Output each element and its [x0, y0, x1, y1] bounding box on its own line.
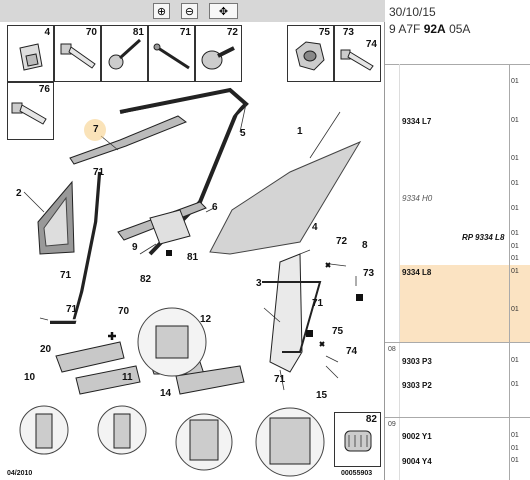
- zoom-out-icon: ⊖: [184, 5, 195, 18]
- callout-71[interactable]: 71: [93, 167, 105, 178]
- part-box-81[interactable]: 81: [101, 25, 148, 82]
- replacement-ref[interactable]: RP 9334 L8: [462, 233, 505, 242]
- zoom-in-button[interactable]: ⊕: [153, 3, 170, 19]
- clip-icon: [19, 43, 43, 71]
- callout-71[interactable]: 71: [274, 374, 286, 385]
- parts-panel: 30/10/15 9 A7F 92A 05A 01 9334 L7 01 01 …: [385, 0, 530, 480]
- callout-9[interactable]: 9: [132, 242, 138, 253]
- callout-15[interactable]: 15: [316, 390, 328, 401]
- group-09: 09: [388, 421, 396, 428]
- part-box-72[interactable]: 72: [195, 25, 242, 82]
- zoom-move-icon: ✥: [218, 5, 229, 18]
- part-box-71[interactable]: 71: [148, 25, 195, 82]
- door-parts-drawing: [19, 87, 363, 477]
- screw-icon: [340, 49, 374, 71]
- part-ref-9334-L8[interactable]: 9334 L8: [402, 268, 432, 277]
- part-ref-9334-H0[interactable]: 9334 H0: [402, 194, 433, 203]
- part-box-4[interactable]: 4: [7, 25, 54, 82]
- callout-74[interactable]: 74: [346, 346, 358, 357]
- part-ref-9004-Y4[interactable]: 9004 Y4: [402, 457, 432, 466]
- callout-81[interactable]: 81: [187, 252, 199, 263]
- screw-icon: [60, 43, 96, 69]
- nut-icon: [295, 41, 325, 71]
- callout-3[interactable]: 3: [256, 278, 262, 289]
- group-08: 08: [388, 346, 396, 353]
- callout-10[interactable]: 10: [24, 372, 36, 383]
- zoom-in-icon: ⊕: [156, 5, 167, 18]
- pin-icon: [153, 43, 190, 70]
- callout-72[interactable]: 72: [336, 236, 348, 247]
- part-box-70[interactable]: 70: [54, 25, 101, 82]
- callout-82[interactable]: 82: [140, 274, 152, 285]
- callout-1[interactable]: 1: [297, 126, 303, 137]
- callout-2[interactable]: 2: [16, 188, 22, 199]
- callout-70[interactable]: 70: [118, 306, 130, 317]
- callout-71[interactable]: 71: [312, 298, 324, 309]
- callout-11[interactable]: 11: [122, 372, 133, 383]
- callout-71[interactable]: 71: [60, 270, 72, 281]
- part-ref-9303-P3[interactable]: 9303 P3: [402, 357, 432, 366]
- catalog-code: 9 A7F 92A 05A: [389, 22, 471, 36]
- diagram-date: 04/2010: [7, 470, 33, 477]
- callout-14[interactable]: 14: [160, 388, 172, 399]
- part-ref-9303-P2[interactable]: 9303 P2: [402, 381, 432, 390]
- callout-73[interactable]: 73: [363, 268, 375, 279]
- grommet-icon: [344, 430, 372, 452]
- catalog-date: 30/10/15: [389, 5, 436, 19]
- part-box-76[interactable]: 76: [7, 82, 54, 140]
- rivet-icon: [108, 38, 142, 70]
- callout-7[interactable]: 7: [93, 124, 99, 135]
- callout-71[interactable]: 71: [66, 304, 78, 315]
- bolt-icon: [201, 46, 235, 70]
- callout-5[interactable]: 5: [240, 128, 246, 139]
- screw-icon: [11, 102, 47, 125]
- part-box-75[interactable]: 75: [287, 25, 334, 82]
- part-box-82[interactable]: 82: [334, 412, 381, 467]
- selected-row-highlight: [400, 265, 530, 342]
- callout-6[interactable]: 6: [212, 202, 218, 213]
- callout-20[interactable]: 20: [40, 344, 52, 355]
- zoom-fit-button[interactable]: ✥: [209, 3, 238, 19]
- part-ref-9002-Y1[interactable]: 9002 Y1: [402, 432, 432, 441]
- toolbar: ⊕ ⊖ ✥: [0, 0, 385, 23]
- callout-12[interactable]: 12: [200, 314, 212, 325]
- zoom-out-button[interactable]: ⊖: [181, 3, 198, 19]
- diagram-code: 00055903: [341, 470, 373, 477]
- callout-8[interactable]: 8: [362, 240, 368, 251]
- callout-75[interactable]: 75: [332, 326, 344, 337]
- callout-4[interactable]: 4: [312, 222, 318, 233]
- part-ref-9334-L7[interactable]: 9334 L7: [402, 117, 432, 126]
